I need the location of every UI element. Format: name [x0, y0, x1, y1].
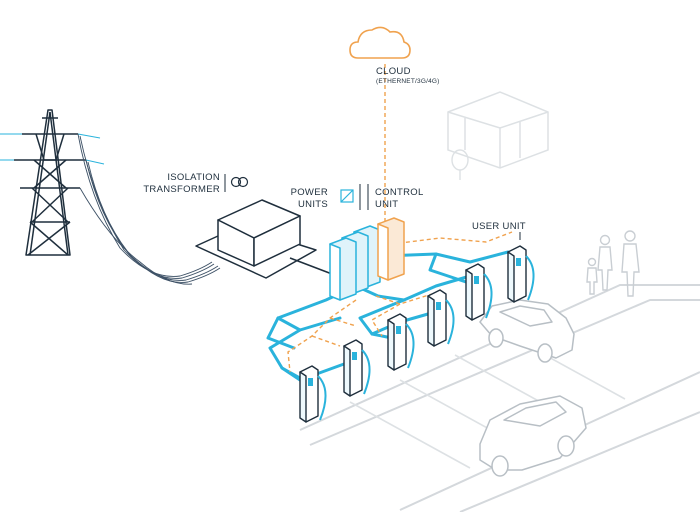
tree-icon — [451, 149, 469, 180]
car-icon — [479, 395, 587, 477]
control-unit — [377, 217, 405, 281]
transformer-symbol-icon — [230, 176, 249, 188]
charging-station — [387, 313, 415, 371]
transmission-tower-icon — [14, 109, 86, 256]
control-unit-label-line1: CONTROL — [375, 187, 424, 198]
charging-stations — [299, 245, 535, 423]
ac-dc-converter-icon — [340, 189, 354, 203]
user-unit-label: USER UNIT — [472, 221, 526, 232]
cloud-sublabel: (ETHERNET/3G/4G) — [376, 78, 440, 85]
family-icon — [586, 230, 640, 297]
power-units-label-line1: POWER — [291, 187, 328, 198]
cloud-label: CLOUD — [376, 66, 411, 77]
transformer-output-cable — [289, 257, 333, 275]
power-units-label-line2: UNITS — [298, 199, 328, 210]
isolation-transformer-label-line2: TRANSFORMER — [143, 184, 220, 195]
control-unit-label-line2: UNIT — [375, 199, 398, 210]
charging-station — [507, 245, 535, 303]
charging-station — [299, 365, 327, 423]
power-units — [329, 225, 381, 301]
label-leader-lines — [224, 174, 521, 240]
isolation-transformer-label-line1: ISOLATION — [167, 172, 220, 183]
tower-wires — [0, 133, 105, 165]
charging-station — [343, 339, 371, 397]
car-icon — [479, 299, 575, 363]
cloud-icon — [349, 26, 411, 59]
isolation-transformer — [195, 199, 317, 279]
incoming-grid-cables — [77, 133, 221, 285]
building-icon — [447, 91, 549, 169]
charging-station — [427, 289, 455, 347]
charging-station — [465, 263, 493, 321]
